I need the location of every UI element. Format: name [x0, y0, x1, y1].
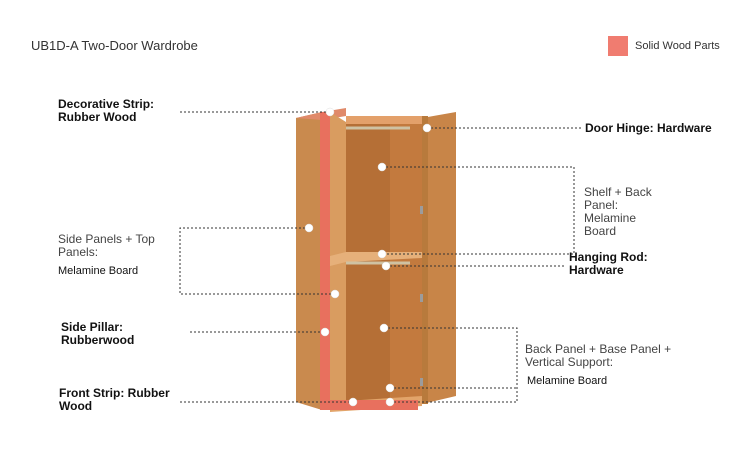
callout-back-base-panel: Back Panel + Base Panel + Vertical Suppo…	[525, 342, 672, 388]
door-edge	[422, 116, 428, 404]
interior-back-right	[390, 118, 422, 402]
hinge-upper	[420, 206, 423, 214]
marker-back-panel	[377, 162, 387, 172]
callout-door-hinge: Door Hinge: Hardware	[585, 121, 712, 135]
callout-side-panels: Side Panels + Top Panels: Melamine Board	[58, 232, 155, 278]
marker-side-panel	[304, 223, 314, 233]
callout-hanging-rod: Hanging Rod: Hardware	[569, 250, 648, 277]
right-door	[422, 112, 456, 404]
hinge-bottom	[420, 378, 423, 386]
marker-decorative-strip	[325, 107, 335, 117]
marker-side-panel-2	[330, 289, 340, 299]
marker-front-strip	[348, 397, 358, 407]
inner-top	[346, 116, 422, 124]
marker-shelf	[377, 249, 387, 259]
leader-side-panels	[179, 227, 335, 295]
left-side-panel	[296, 112, 322, 410]
legend: Solid Wood Parts	[608, 36, 720, 56]
side-pillar	[320, 112, 330, 410]
callout-decorative-strip: Decorative Strip: Rubber Wood	[58, 97, 155, 124]
callout-side-pillar: Side Pillar: Rubberwood	[61, 320, 135, 347]
marker-base	[385, 383, 395, 393]
marker-side-pillar	[320, 327, 330, 337]
marker-vertical-support	[385, 397, 395, 407]
middle-shelf	[330, 252, 422, 266]
marker-hanging-rod	[381, 261, 391, 271]
legend-label: Solid Wood Parts	[635, 40, 720, 52]
leader-shelf-back	[382, 166, 575, 255]
leader-back-base	[384, 327, 518, 403]
front-strip	[320, 400, 418, 410]
callout-front-strip: Front Strip: Rubber Wood	[59, 386, 170, 413]
legend-swatch	[608, 36, 628, 56]
page-title: UB1D-A Two-Door Wardrobe	[31, 38, 198, 53]
hinge-lower	[420, 294, 423, 302]
marker-door-hinge	[422, 123, 432, 133]
marker-back-panel-2	[379, 323, 389, 333]
callout-shelf-back-panel: Shelf + Back Panel: Melamine Board	[584, 185, 652, 238]
